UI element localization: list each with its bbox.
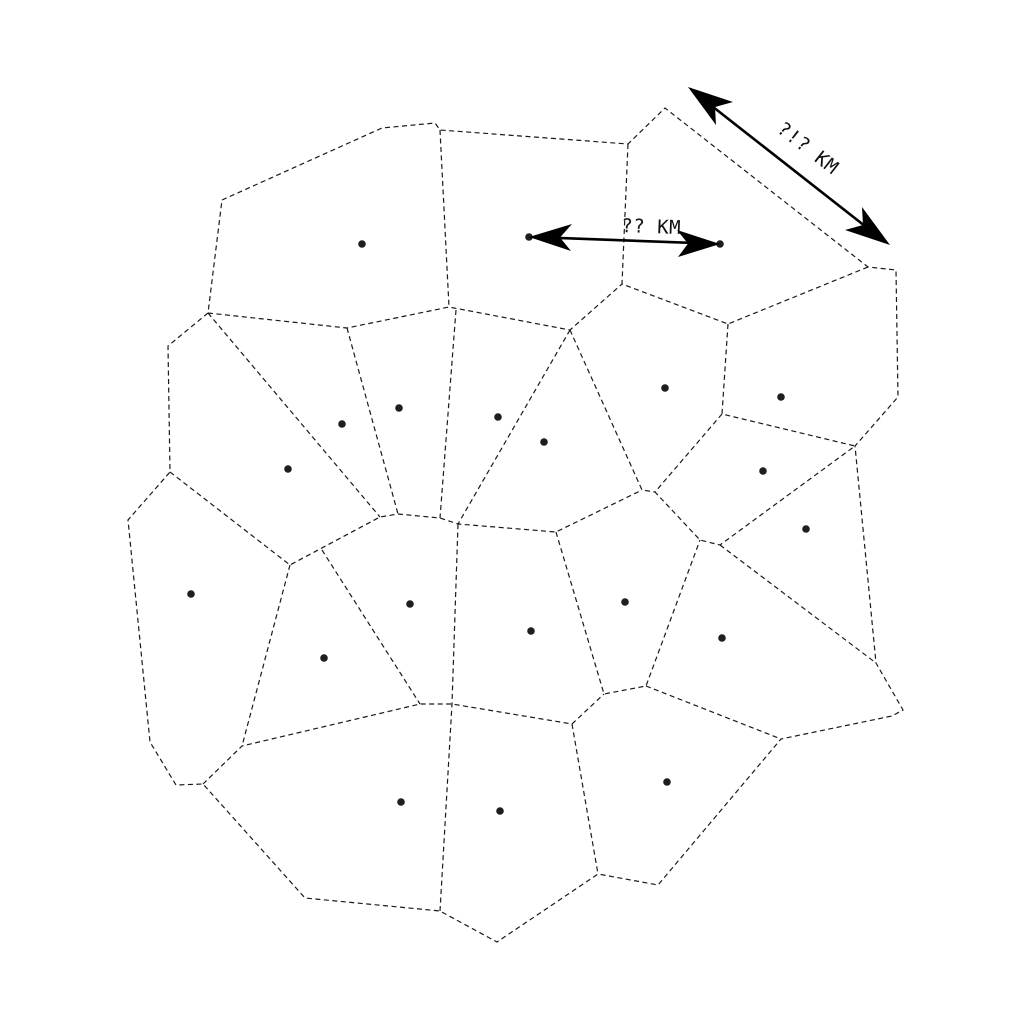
- seed-point: [187, 590, 195, 598]
- seed-point: [718, 634, 726, 642]
- seed-point: [540, 438, 548, 446]
- seed-point: [661, 384, 669, 392]
- arrow-head-lower-icon: [845, 207, 890, 245]
- cell-edge: [439, 523, 459, 912]
- cell-edge: [457, 329, 571, 525]
- seed-point: [320, 654, 328, 662]
- cell-boundaries: [127, 107, 904, 943]
- seed-point: [802, 525, 810, 533]
- seed-distance-measure: ?? KM: [529, 215, 720, 257]
- arrow-head-left-icon: [529, 224, 572, 251]
- cell-edge: [719, 544, 877, 664]
- arrow-head-right-icon: [677, 230, 720, 257]
- seed-point: [527, 627, 535, 635]
- seed-points: [187, 233, 810, 815]
- seed-distance-line: [547, 236, 701, 245]
- cell-edge: [621, 143, 869, 325]
- cell-edge: [645, 685, 782, 740]
- outer-boundary: [127, 107, 904, 943]
- seed-point: [777, 393, 785, 401]
- seed-point: [759, 467, 767, 475]
- cell-edge: [439, 129, 450, 308]
- seed-point: [338, 420, 346, 428]
- cell-edge: [721, 323, 856, 447]
- seed-point: [284, 465, 292, 473]
- cell-edge: [654, 413, 856, 546]
- cell-edge: [207, 283, 623, 331]
- seed-point: [663, 778, 671, 786]
- cell-edge: [571, 723, 599, 875]
- seed-point: [397, 798, 405, 806]
- seed-point: [358, 240, 366, 248]
- seed-point: [494, 413, 502, 421]
- seed-point: [395, 404, 403, 412]
- boundary-length-measure: ?!? KM: [688, 87, 890, 245]
- seed-point: [621, 598, 629, 606]
- arrow-head-upper-icon: [688, 87, 733, 125]
- cell-edge: [241, 564, 291, 747]
- boundary-length-line: [707, 101, 871, 232]
- seed-point: [406, 600, 414, 608]
- cell-edge: [346, 327, 399, 515]
- cell-edge: [321, 549, 421, 705]
- cell-edge: [169, 471, 643, 566]
- cell-edge: [439, 309, 457, 519]
- cell-edge: [569, 329, 656, 493]
- boundary-length-label: ?!? KM: [773, 118, 843, 179]
- seed-distance-label: ?? KM: [621, 215, 681, 239]
- cell-edge: [555, 531, 701, 695]
- cell-edge: [207, 312, 381, 518]
- cell-edge: [202, 693, 605, 785]
- seed-point: [496, 807, 504, 815]
